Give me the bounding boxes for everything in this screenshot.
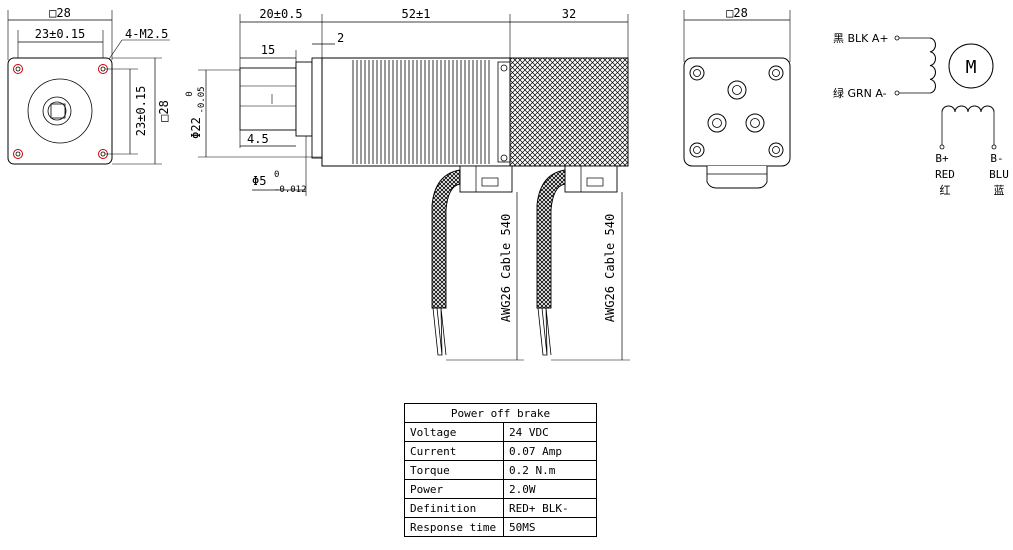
cable-label-2: AWG26 Cable 540 [603, 214, 617, 322]
cable-label-1: AWG26 Cable 540 [499, 214, 513, 322]
rear-view: □28 [683, 6, 791, 189]
row-value: 0.07 Amp [503, 441, 597, 461]
row-value: 24 VDC [503, 422, 597, 442]
brake-body [509, 57, 629, 167]
brake-length-label: 32 [562, 7, 576, 21]
cable-2 [536, 169, 566, 309]
rear-screws [689, 65, 784, 158]
row-label: Response time [404, 517, 504, 537]
front-side-label: □28 [157, 100, 171, 122]
mount-hole-tl [13, 64, 23, 74]
wire-b-plus-cn: 红 [940, 184, 951, 197]
body-length-label: 52±1 [402, 7, 431, 21]
wire-b-minus-color: BLU [989, 168, 1009, 181]
wire-b-minus-cn: 蓝 [994, 184, 1005, 197]
coil-a [929, 37, 936, 94]
boss [295, 61, 313, 137]
wire-b-plus-label: B+ [935, 152, 949, 165]
technical-drawing: □28 23±0.15 4-M2.5 23±0.15 □2 [7, 6, 1009, 361]
shaft-dia-tol-upper: 0 [274, 170, 279, 180]
boss-dia-label: Φ22 [189, 117, 203, 139]
wire-a-minus-label: 绿 GRN A- [833, 86, 887, 100]
side-view: 20±0.5 52±1 32 15 2 4.5 Φ22 0 -0.05 Φ5 0 [185, 7, 630, 361]
shaft [239, 67, 297, 131]
row-value: 0.2 N.m [503, 460, 597, 480]
row-label: Current [404, 441, 504, 461]
hole-pitch-h: 23±0.15 [35, 27, 86, 41]
rear-size-label: □28 [726, 6, 748, 20]
row-label: Power [404, 479, 504, 499]
motor-symbol-circle [948, 43, 994, 89]
wire-b-minus-label: B- [990, 152, 1003, 165]
row-label: Torque [404, 460, 504, 480]
coil-b [941, 105, 995, 113]
boss-dia-tol-lower: -0.05 [197, 86, 207, 113]
row-value: 50MS [503, 517, 597, 537]
row-value: RED+ BLK- [503, 498, 597, 518]
boss-length-label: 15 [261, 43, 275, 57]
cable-1 [431, 169, 461, 309]
wire-a-plus-label: 黑 BLK A+ [833, 32, 889, 45]
front-view: □28 23±0.15 4-M2.5 23±0.15 □2 [7, 6, 171, 165]
row-value: 2.0W [503, 479, 597, 499]
shaft-flat [50, 103, 66, 119]
wiring-diagram: 黑 BLK A+ 绿 GRN A- M B+ RED 红 B- BLU 蓝 [833, 32, 1009, 197]
hole-spec-label: 4-M2.5 [125, 27, 168, 41]
brake-table-title: Power off brake [404, 403, 597, 423]
flange-gap-label: 2 [337, 31, 344, 45]
rear-connector [706, 166, 768, 189]
shaft-dia-tol-lower: -0.012 [274, 185, 307, 195]
hole-pitch-v: 23±0.15 [134, 86, 148, 137]
shaft-dia-label: Φ5 [252, 174, 266, 188]
shaft-length-label: 20±0.5 [259, 7, 302, 21]
front-body [7, 57, 113, 165]
front-boss [27, 78, 93, 144]
row-label: Voltage [404, 422, 504, 442]
front-size-label: □28 [49, 6, 71, 20]
boss-dia-tol-upper: 0 [185, 91, 195, 96]
mount-hole-bl [13, 149, 23, 159]
flat-length-label: 4.5 [247, 132, 269, 146]
row-label: Definition [404, 498, 504, 518]
wire-b-plus-color: RED [935, 168, 955, 181]
motor-symbol-label: M [966, 57, 977, 78]
